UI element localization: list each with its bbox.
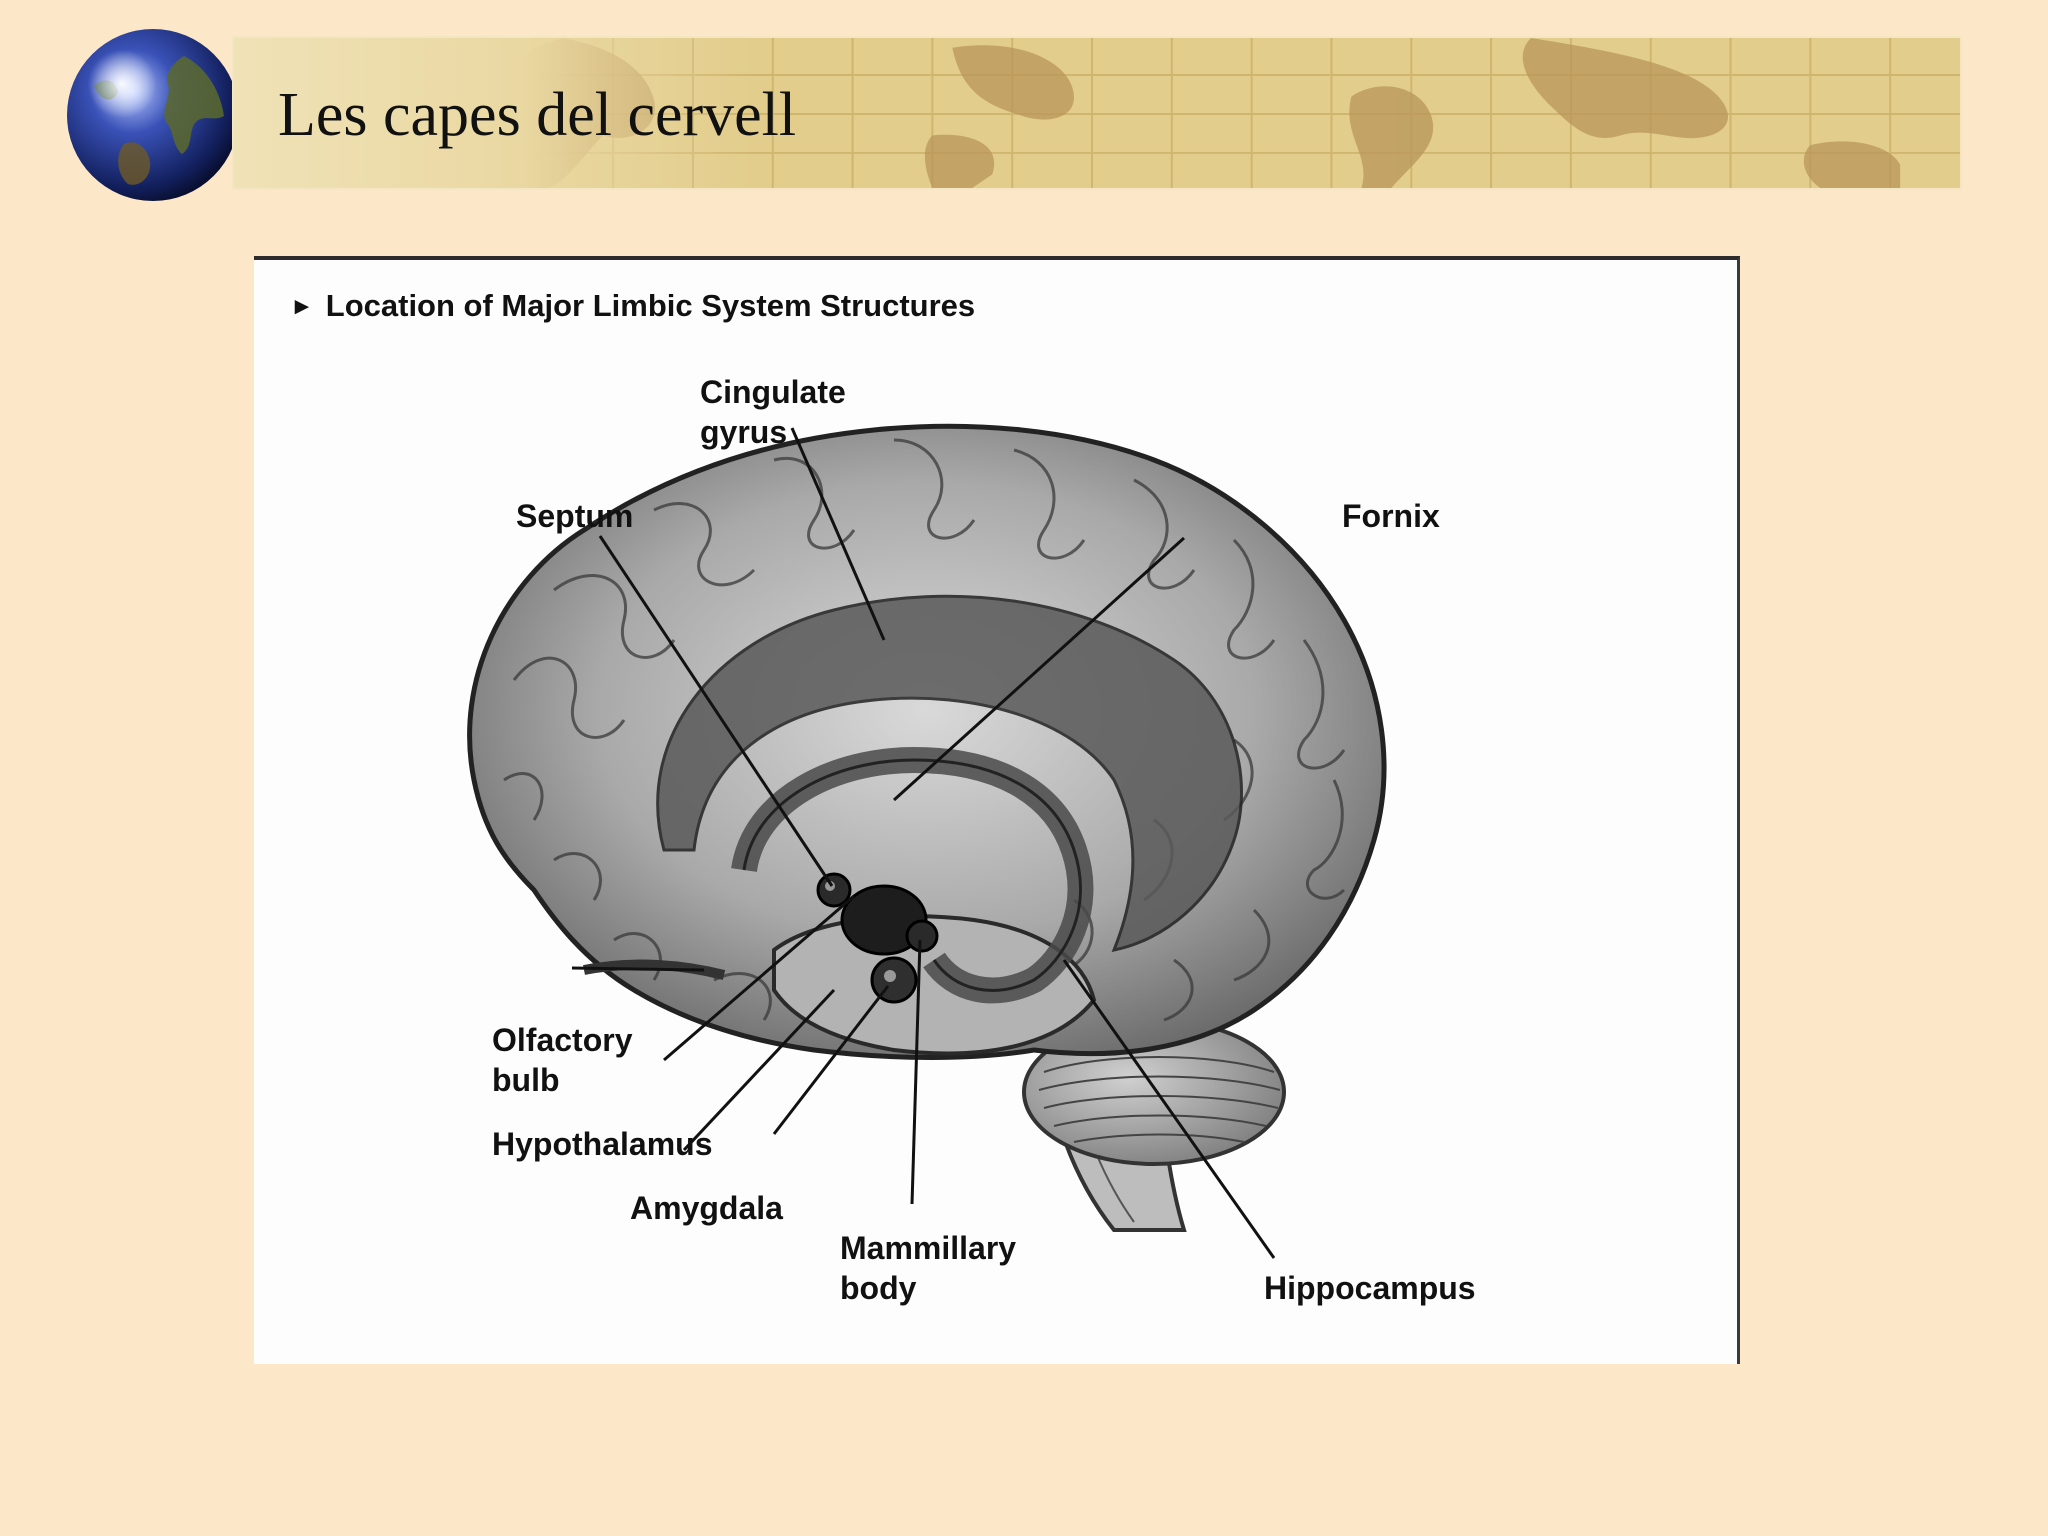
- globe-logo: [67, 29, 239, 201]
- label-mammillary-line1: Mammillary: [840, 1230, 1017, 1266]
- label-cingulate-line1: Cingulate: [700, 374, 846, 410]
- label-mammillary-body: Mammillary body: [840, 1228, 1016, 1308]
- label-cingulate-gyrus: Cingulate gyrus: [700, 372, 846, 452]
- label-olfactory-line2: bulb: [492, 1062, 560, 1098]
- label-olfactory-line1: Olfactory: [492, 1022, 633, 1058]
- triangle-bullet-icon: ►: [290, 293, 314, 320]
- cingulate-gyrus-region: [656, 594, 1243, 953]
- label-hypothalamus: Hypothalamus: [492, 1126, 713, 1162]
- label-olfactory-bulb: Olfactory bulb: [492, 1020, 632, 1100]
- figure-heading: ► Location of Major Limbic System Structu…: [290, 288, 975, 324]
- title-banner: [232, 36, 1962, 190]
- label-hippocampus: Hippocampus: [1264, 1270, 1476, 1306]
- limbic-nuclei: [816, 872, 939, 1004]
- label-fornix: Fornix: [1342, 498, 1440, 534]
- label-septum: Septum: [516, 498, 634, 534]
- figure-heading-text: Location of Major Limbic System Structur…: [325, 288, 976, 323]
- slide-title: Les capes del cervell: [278, 81, 797, 149]
- leader-lines: [571, 427, 1276, 1259]
- brain-illustration: [467, 423, 1387, 1259]
- label-cingulate-line2: gyrus: [700, 414, 788, 450]
- label-mammillary-line2: body: [840, 1270, 917, 1306]
- label-amygdala: Amygdala: [630, 1190, 783, 1226]
- limbic-system-figure: ► Location of Major Limbic System Structu…: [254, 256, 1740, 1364]
